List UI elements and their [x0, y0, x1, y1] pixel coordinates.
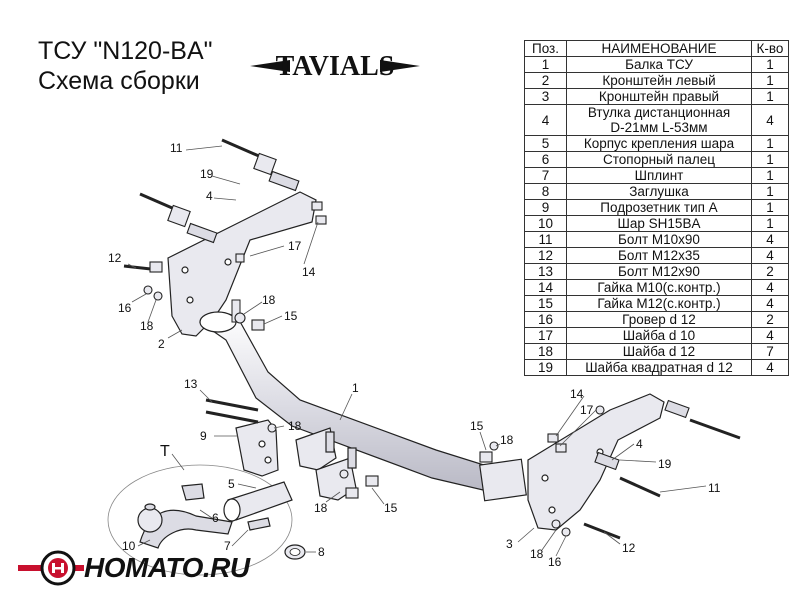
homato-emblem-icon	[18, 550, 84, 586]
parts-table-header: Поз. НАИМЕНОВАНИЕ К-во	[524, 40, 789, 57]
pos-cell: 19	[524, 359, 567, 376]
name-cell: Шайба d 12	[566, 343, 752, 360]
callout-18-bottom: 18	[530, 547, 544, 561]
header-pos: Поз.	[524, 40, 567, 57]
footer-logo	[18, 548, 268, 588]
cap	[284, 544, 306, 560]
callout-6: 6	[212, 511, 219, 525]
name-cell: Подрозетник тип А	[566, 199, 752, 216]
name-cell: Стопорный палец	[566, 151, 752, 168]
callout-16-bottom: 16	[548, 555, 562, 569]
socket-plate	[235, 419, 279, 477]
callout-18-plate: 18	[314, 501, 328, 515]
callouts: 11 19 4 17 14 12 16 18 2 18 15 1 13 9 18…	[108, 141, 721, 569]
callout-17-right: 17	[580, 403, 594, 417]
leader-lines	[127, 145, 707, 557]
callout-15-beam: 15	[284, 309, 298, 323]
name-cell: Шайба d 10	[566, 327, 752, 344]
title-block: ТСУ "N120-BA" Схема сборки	[38, 36, 213, 96]
callout-4-right: 4	[636, 437, 643, 451]
page-title: ТСУ "N120-BA"	[38, 37, 213, 65]
tow-beam	[199, 299, 527, 502]
callout-5: 5	[228, 477, 235, 491]
callout-2: 2	[158, 337, 165, 351]
name-cell: Шайба квадратная d 12	[566, 359, 752, 376]
name-cell: Болт М12х35	[566, 247, 752, 264]
ball-assembly	[107, 464, 293, 576]
callout-4-top: 4	[206, 189, 213, 203]
callout-17-top: 17	[288, 239, 302, 253]
pos-cell: 18	[524, 343, 567, 360]
callout-14-top: 14	[302, 265, 316, 279]
callout-3: 3	[506, 537, 513, 551]
fasteners	[123, 138, 741, 540]
callout-13: 13	[184, 377, 198, 391]
callout-12-bottom: 12	[622, 541, 636, 555]
callout-18-beam: 18	[262, 293, 276, 307]
callout-15-plate: 15	[384, 501, 398, 515]
name-cell: Корпус крепления шара	[566, 135, 752, 152]
pos-cell: 10	[524, 215, 567, 232]
callout-11-right: 11	[708, 481, 721, 495]
callout-16-left: 16	[118, 301, 132, 315]
qty-cell: 4	[751, 359, 789, 376]
name-cell: Гайка М10(с.контр.)	[566, 279, 752, 296]
callout-19-top: 19	[200, 167, 214, 181]
pos-cell: 13	[524, 263, 567, 280]
callout-7: 7	[224, 539, 231, 553]
callout-T: T	[160, 443, 170, 460]
callout-18-socket: 18	[288, 419, 302, 433]
callout-1: 1	[352, 381, 359, 395]
brand-logo: TAVIALS	[250, 48, 420, 84]
name-cell: Кронштейн правый	[566, 88, 752, 105]
footer-site-name: HOMATO.RU	[84, 552, 250, 583]
left-bracket	[167, 191, 317, 337]
callout-19-right: 19	[658, 457, 672, 471]
qty-cell: 1	[751, 215, 789, 232]
callout-15-right: 15	[470, 419, 484, 433]
name-cell: Заглушка	[566, 183, 752, 200]
callout-9: 9	[200, 429, 207, 443]
brand-logo-text: TAVIALS	[276, 51, 395, 82]
name-cell: Гайка М12(с.контр.)	[566, 295, 752, 312]
page-subtitle: Схема сборки	[38, 67, 200, 95]
callout-10: 10	[122, 539, 136, 553]
callout-11-top: 11	[170, 141, 183, 155]
callout-18-left: 18	[140, 319, 154, 333]
qty-cell: 4	[751, 231, 789, 248]
name-cell: Болт М10х90	[566, 231, 752, 248]
pos-cell: 12	[524, 247, 567, 264]
brand-logo-graphic: TAVIALS	[250, 51, 420, 82]
callout-12-left: 12	[108, 251, 122, 265]
callout-18-right: 18	[500, 433, 514, 447]
callout-8: 8	[318, 545, 325, 559]
name-cell: Кронштейн левый	[566, 72, 752, 89]
callout-14-right: 14	[570, 387, 584, 401]
